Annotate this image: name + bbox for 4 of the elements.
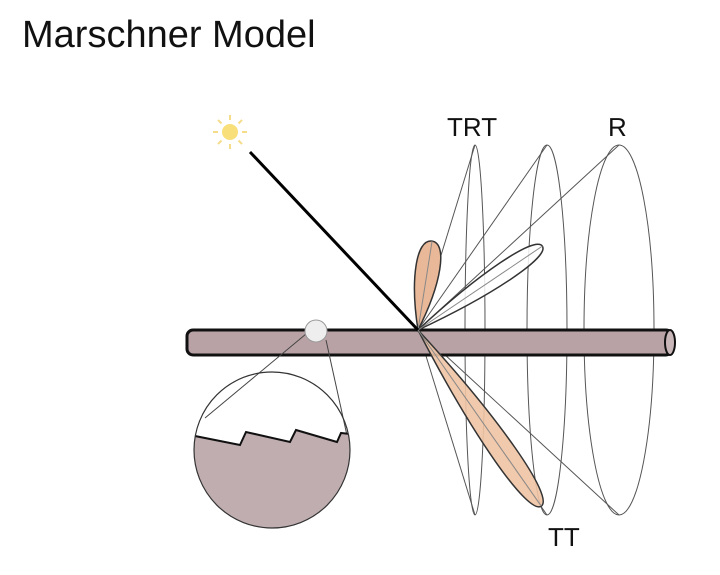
- lobe-label: R: [608, 112, 627, 143]
- lobe-label: TRT: [447, 112, 498, 143]
- title: Marschner Model: [22, 14, 316, 57]
- lobe-label: TT: [548, 522, 580, 553]
